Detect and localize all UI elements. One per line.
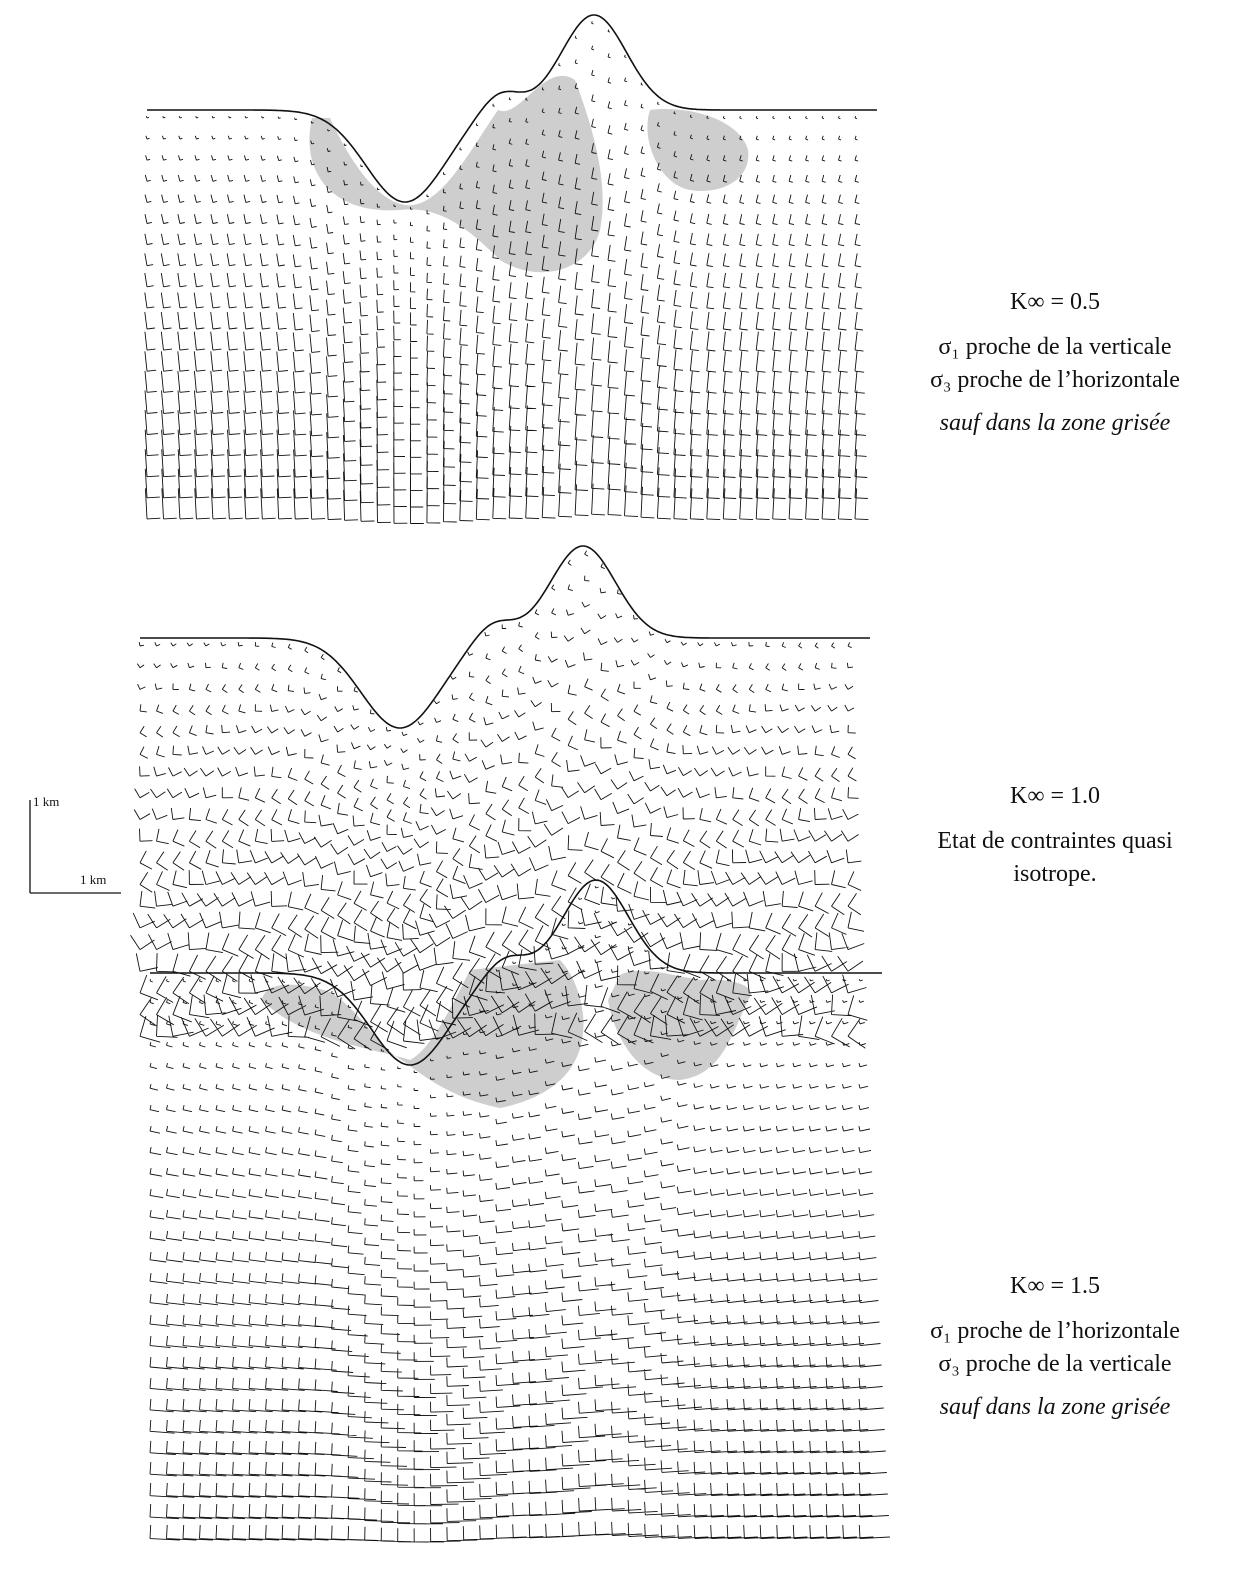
topography-profiles: [140, 14, 882, 1066]
k-symbol: K∞: [1010, 1273, 1045, 1299]
caption-line: σ₁ proche de la verticale: [938, 334, 1172, 360]
k-label: K∞ = 1.0: [880, 780, 1230, 813]
k-symbol: K∞: [1010, 783, 1045, 809]
k-symbol: K∞: [1010, 289, 1045, 315]
scale-bar: 1 km 1 km: [29, 794, 121, 894]
k-label: K∞ = 0.5: [880, 286, 1230, 319]
caption-panel-3: K∞ = 1.5 σ₁ proche de l’horizontale σ₃ p…: [880, 1270, 1230, 1424]
stress-cross-field-2: [130, 550, 868, 1051]
caption-panel-2: K∞ = 1.0 Etat de contraintes quasi isotr…: [880, 780, 1230, 891]
caption-line: isotrope.: [1013, 861, 1097, 887]
caption-line: σ₃ proche de la verticale: [938, 1351, 1172, 1377]
k-value: = 0.5: [1050, 289, 1100, 315]
topography-line: [150, 879, 882, 1066]
topography-line: [147, 14, 877, 203]
shaded-zone: [647, 109, 749, 191]
shaded-zone: [309, 75, 603, 273]
caption-line: σ₃ proche de l’horizontale: [930, 367, 1180, 393]
caption-line: Etat de contraintes quasi: [937, 828, 1173, 854]
caption-note: sauf dans la zone grisée: [939, 1394, 1171, 1420]
caption-note: sauf dans la zone grisée: [939, 410, 1171, 436]
stress-cross-field-3: [149, 885, 890, 1543]
shaded-zone: [262, 960, 584, 1108]
k-label: K∞ = 1.5: [880, 1270, 1230, 1303]
scale-bar-vertical-label: 1 km: [33, 794, 59, 809]
k-value: = 1.0: [1050, 783, 1100, 809]
topography-line: [140, 545, 870, 729]
stress-cross-field-1: [144, 21, 869, 524]
k-value: = 1.5: [1050, 1273, 1100, 1299]
scale-bar-horizontal-label: 1 km: [80, 872, 106, 887]
caption-line: σ₁ proche de l’horizontale: [930, 1318, 1180, 1344]
shaded-zones: [262, 75, 751, 1108]
stress-crosses: [130, 21, 890, 1543]
caption-panel-1: K∞ = 0.5 σ₁ proche de la verticale σ₃ pr…: [880, 286, 1230, 440]
